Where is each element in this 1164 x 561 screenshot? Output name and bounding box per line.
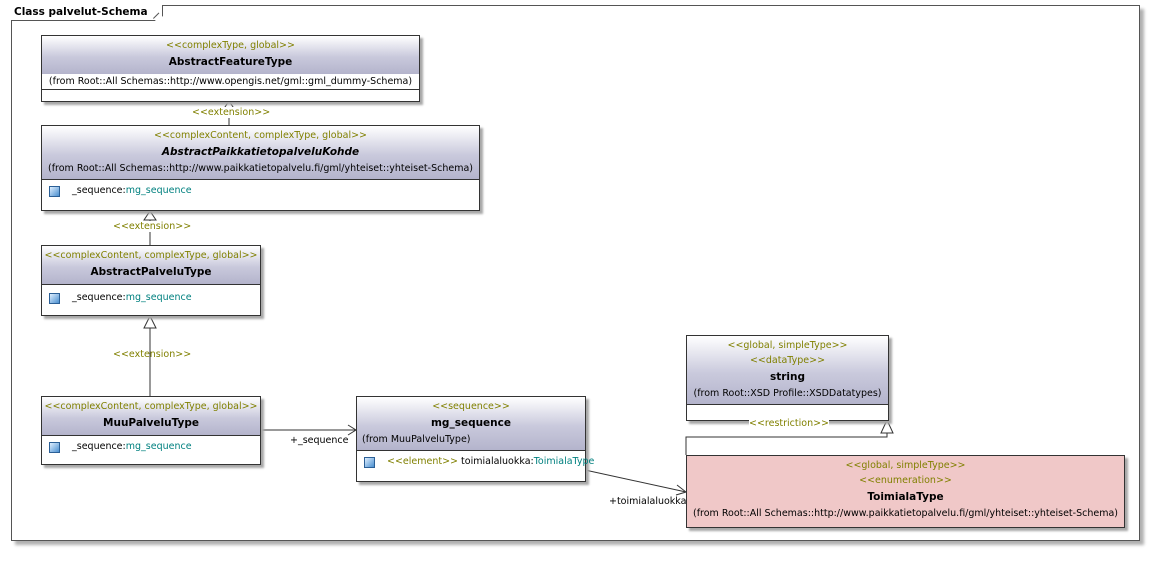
class-header: <<sequence>> mg_sequence (from MuuPalvel…: [357, 397, 585, 450]
attribute-row[interactable]: _sequence:mg_sequence: [42, 287, 260, 309]
attribute-icon: [364, 457, 375, 468]
extension-label-1: <<extension>>: [192, 107, 271, 118]
class-string[interactable]: <<global, simpleType>> <<dataType>> stri…: [686, 335, 889, 421]
attribute-type: ToimialaType: [533, 456, 595, 467]
attribute-stereotype: <<element>>: [387, 456, 459, 467]
class-abstract-paikkatietopalvelu-kohde[interactable]: <<complexContent, complexType, global>> …: [41, 125, 480, 211]
class-name: AbstractFeatureType: [168, 56, 293, 68]
stereotype-label: <<global, simpleType>>: [845, 460, 966, 471]
attribute-compartment: <<element>> toimialaluokka:ToimialaType: [357, 450, 594, 473]
class-origin: (from Root::All Schemas::http://www.paik…: [48, 163, 473, 174]
stereotype-label: <<sequence>>: [432, 401, 510, 412]
stereotype-label: <<complexContent, complexType, global>>: [153, 130, 367, 141]
class-origin: (from Root::All Schemas::http://www.paik…: [693, 508, 1118, 519]
attribute-icon: [49, 293, 60, 304]
toimiala-association-line: [584, 469, 687, 493]
attribute-compartment: [42, 89, 419, 95]
extension-label-3: <<extension>>: [113, 349, 192, 360]
stereotype-label-secondary: <<enumeration>>: [859, 475, 952, 486]
class-header: <<complexContent, complexType, global>> …: [42, 397, 260, 435]
attribute-name: _sequence:: [72, 185, 126, 196]
attribute-name: _sequence:: [72, 441, 126, 452]
class-abstract-palvelu-type[interactable]: <<complexContent, complexType, global>> …: [41, 245, 261, 316]
restriction-line: [685, 433, 888, 455]
stereotype-label-secondary: <<dataType>>: [749, 355, 826, 366]
diagram-frame-title: Class palvelut-Schema: [11, 5, 163, 21]
class-name: AbstractPalveluType: [90, 266, 212, 278]
stereotype-label: <<complexContent, complexType, global>>: [44, 401, 258, 412]
attribute-name: toimialaluokka:: [461, 456, 534, 467]
attribute-name: _sequence:: [72, 292, 126, 303]
attribute-icon: [49, 186, 60, 197]
attribute-row[interactable]: _sequence:mg_sequence: [42, 436, 260, 458]
class-header: <<complexContent, complexType, global>> …: [42, 246, 260, 284]
class-mg-sequence[interactable]: <<sequence>> mg_sequence (from MuuPalvel…: [356, 396, 594, 482]
attribute-type: mg_sequence: [125, 441, 192, 452]
class-toimiala-type[interactable]: <<global, simpleType>> <<enumeration>> T…: [686, 455, 1125, 528]
attribute-compartment: [687, 404, 888, 410]
class-name: string: [769, 371, 806, 383]
attribute-type: mg_sequence: [125, 292, 192, 303]
class-name: ToimialaType: [867, 491, 944, 503]
attribute-type: mg_sequence: [125, 185, 192, 196]
stereotype-label: <<global, simpleType>>: [727, 340, 848, 351]
class-name: AbstractPaikkatietopalveluKohde: [161, 146, 360, 158]
sequence-role-label: +_sequence: [290, 435, 349, 446]
class-abstract-feature-type[interactable]: <<complexType, global>> AbstractFeatureT…: [41, 35, 420, 102]
toimiala-role-label: +toimialaluokka: [609, 496, 687, 507]
restriction-label: <<restriction>>: [749, 418, 830, 429]
class-name: mg_sequence: [430, 417, 511, 429]
attribute-compartment: _sequence:mg_sequence: [42, 284, 260, 309]
class-origin: (from Root::All Schemas::http://www.open…: [42, 74, 419, 89]
attribute-icon: [49, 442, 60, 453]
class-header: <<global, simpleType>> <<enumeration>> T…: [687, 456, 1124, 524]
class-name: MuuPalveluType: [103, 417, 199, 429]
class-header: <<complexType, global>> AbstractFeatureT…: [42, 36, 419, 74]
stereotype-label: <<complexType, global>>: [166, 40, 295, 51]
attribute-row[interactable]: <<element>> toimialaluokka:ToimialaType: [357, 451, 594, 473]
restriction-arrow: [880, 418, 894, 434]
extension-label-2: <<extension>>: [113, 221, 192, 232]
class-header: <<complexContent, complexType, global>> …: [42, 126, 479, 179]
attribute-compartment: _sequence:mg_sequence: [42, 179, 479, 202]
class-muu-palvelu-type[interactable]: <<complexContent, complexType, global>> …: [41, 396, 261, 465]
generalization-arrow-2: [143, 210, 157, 221]
class-origin: (from MuuPalveluType): [362, 434, 471, 445]
attribute-row[interactable]: _sequence:mg_sequence: [42, 180, 479, 202]
class-origin: (from Root::XSD Profile::XSDDatatypes): [693, 388, 882, 399]
attribute-compartment: _sequence:mg_sequence: [42, 435, 260, 458]
class-header: <<global, simpleType>> <<dataType>> stri…: [687, 336, 888, 404]
generalization-arrow-3: [143, 314, 157, 329]
stereotype-label: <<complexContent, complexType, global>>: [44, 250, 258, 261]
